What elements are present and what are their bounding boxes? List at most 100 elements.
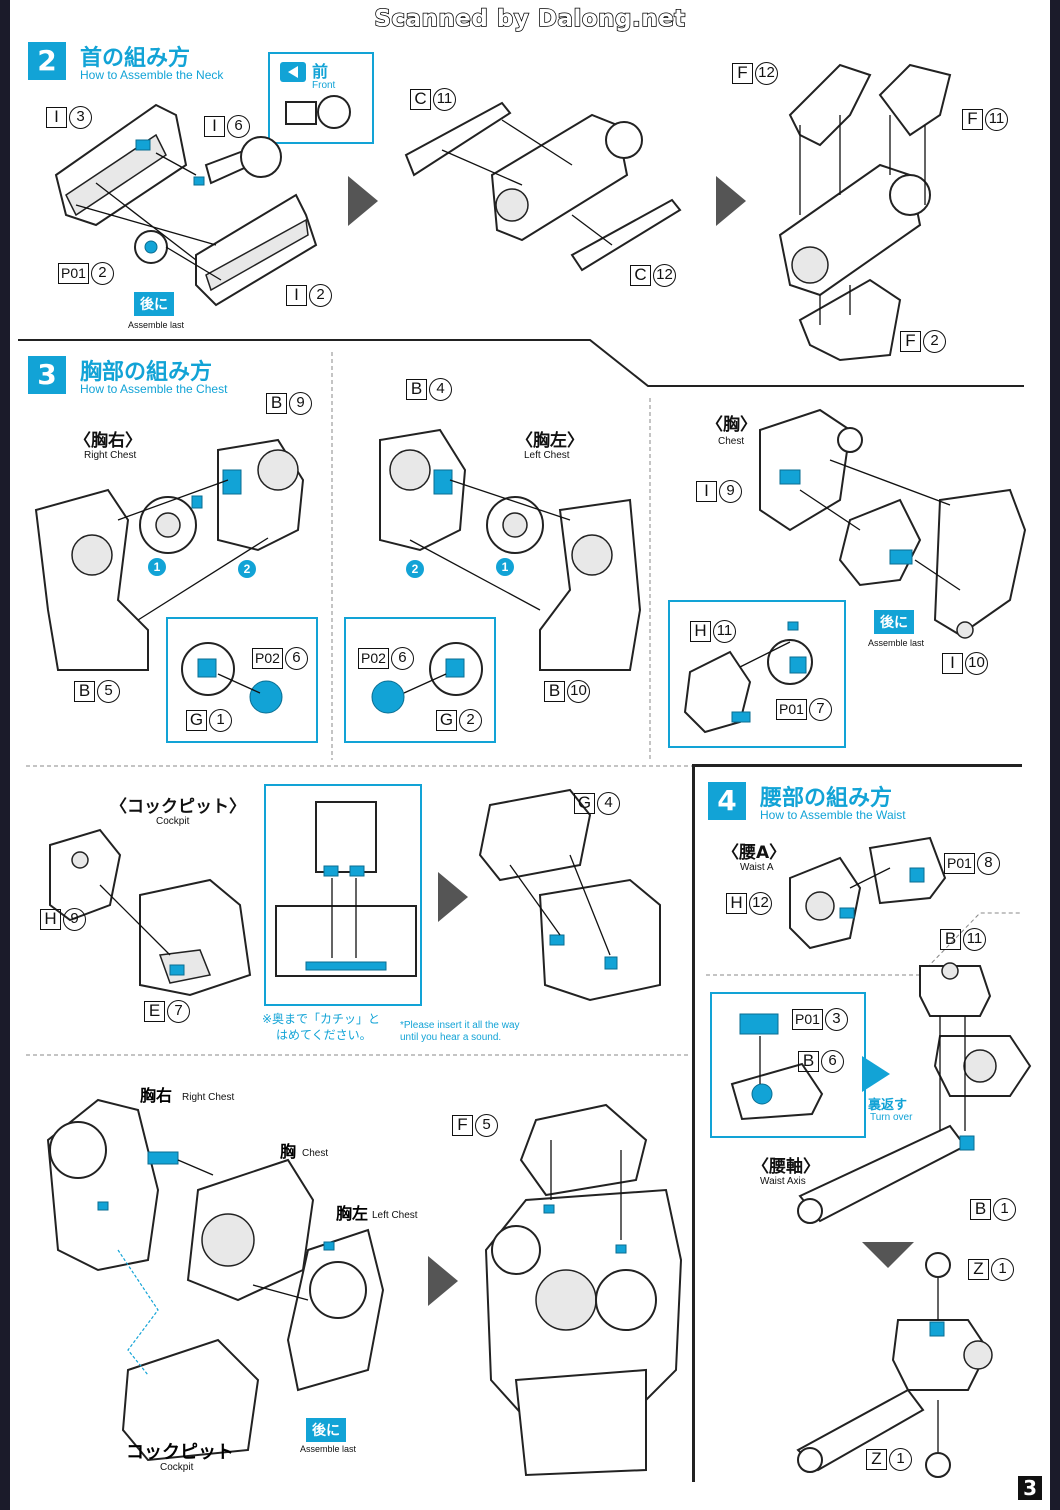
turn-over-arrow-icon bbox=[862, 1056, 890, 1092]
left-chest-illustration bbox=[379, 428, 642, 671]
step-arrow-icon bbox=[348, 176, 378, 226]
section4-title-en: How to Assemble the Waist bbox=[760, 808, 906, 822]
turn-over-jp: 裏返す bbox=[868, 1098, 908, 1113]
section3-title-en: How to Assemble the Chest bbox=[80, 382, 228, 396]
inset-detail-illustration bbox=[275, 801, 417, 977]
step-arrow-icon bbox=[438, 872, 468, 922]
cockpit-step2-illustration bbox=[478, 788, 661, 1002]
inset-detail-illustration bbox=[181, 642, 283, 714]
insert-note-jp-line1: ※奥まで「カチッ」と bbox=[262, 1012, 381, 1026]
section4-title-jp: 腰部の組み方 bbox=[760, 786, 893, 811]
right-chest-title-jp: 〈胸右〉 bbox=[74, 431, 142, 451]
cockpit-title-en: Cockpit bbox=[156, 816, 190, 827]
assemble-last-en-chest: Assemble last bbox=[868, 638, 925, 648]
section3-number: 3 bbox=[28, 356, 66, 394]
final-chest-en: Chest bbox=[302, 1148, 329, 1159]
insert-note-en-line2: until you hear a sound. bbox=[400, 1032, 502, 1043]
inset-detail-illustration bbox=[371, 642, 483, 714]
waist-axis-title-jp: 〈腰軸〉 bbox=[752, 1157, 820, 1177]
neck-step3-illustration bbox=[778, 63, 952, 362]
chest-title-en: Chest bbox=[718, 436, 745, 447]
assembled-chest-illustration bbox=[484, 1103, 683, 1477]
front-label-jp: 前 bbox=[312, 62, 329, 81]
step-1-marker: 1 bbox=[496, 558, 514, 576]
assemble-last-badge-neck: 後に bbox=[134, 292, 174, 316]
assemble-last-en-neck: Assemble last bbox=[128, 320, 185, 330]
cockpit-step1-illustration bbox=[49, 828, 252, 997]
left-chest-title-en: Left Chest bbox=[524, 450, 570, 461]
section4-number: 4 bbox=[708, 782, 746, 820]
step-arrow-icon bbox=[428, 1256, 458, 1306]
section3-title-jp: 胸部の組み方 bbox=[80, 360, 213, 385]
right-chest-illustration bbox=[34, 438, 305, 671]
waist-a-title-en: Waist A bbox=[740, 862, 774, 873]
row-divider bbox=[26, 1054, 688, 1056]
section4-frame bbox=[692, 764, 1022, 1482]
cockpit-title-jp: 〈コックピット〉 bbox=[110, 797, 246, 817]
inset-detail-illustration bbox=[730, 1013, 824, 1121]
neck-step1-illustration bbox=[54, 103, 318, 307]
section2-title-jp: 首の組み方 bbox=[80, 46, 191, 71]
left-chest-title-jp: 〈胸左〉 bbox=[516, 431, 584, 451]
final-chest-illustration bbox=[46, 1098, 385, 1462]
final-chest-jp: 胸 bbox=[280, 1142, 297, 1161]
waist-a-title-jp: 〈腰A〉 bbox=[722, 843, 787, 863]
step-2-marker: 2 bbox=[238, 560, 256, 578]
section2-number: 2 bbox=[28, 42, 66, 80]
insert-note-en-line1: *Please insert it all the way bbox=[400, 1020, 520, 1031]
final-right-chest-en: Right Chest bbox=[182, 1092, 235, 1103]
front-arrow-icon bbox=[280, 62, 351, 129]
assemble-last-badge-final: 後に bbox=[306, 1418, 346, 1442]
instruction-page: 2 首の組み方 How to Assemble the Neck 前 Front… bbox=[10, 0, 1050, 1510]
final-left-chest-jp: 胸左 bbox=[336, 1204, 369, 1223]
chest-title-jp: 〈胸〉 bbox=[706, 415, 757, 435]
neck-step2-illustration bbox=[404, 101, 682, 272]
chest-illustration bbox=[759, 408, 1027, 639]
section-divider bbox=[18, 339, 1024, 387]
waist-divider bbox=[706, 912, 1020, 976]
turn-over-en: Turn over bbox=[870, 1112, 913, 1123]
assemble-last-badge-chest: 後に bbox=[874, 610, 914, 634]
scan-banner: Scanned by Dalong.net bbox=[374, 5, 686, 33]
step-2-marker: 2 bbox=[406, 560, 424, 578]
waist-a-illustration bbox=[789, 836, 947, 950]
insert-note-jp-line2: はめてください。 bbox=[276, 1028, 372, 1042]
waist-axis-illustration bbox=[797, 962, 1032, 1224]
final-cockpit-en: Cockpit bbox=[160, 1462, 194, 1473]
step-arrow-icon bbox=[716, 176, 746, 226]
cockpit-inset bbox=[264, 784, 422, 1006]
final-cockpit-jp: コックピット bbox=[126, 1442, 234, 1463]
